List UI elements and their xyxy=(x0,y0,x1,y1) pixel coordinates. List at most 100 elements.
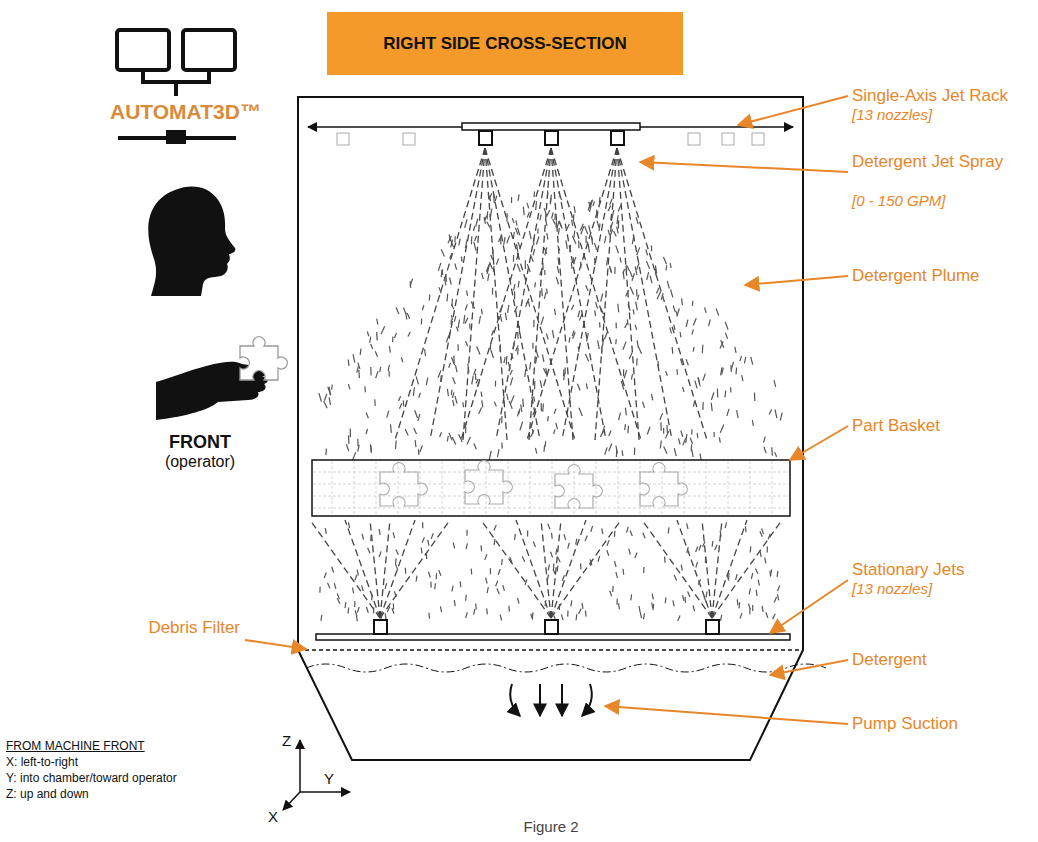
plume-dash xyxy=(400,403,402,408)
plume-dash xyxy=(346,444,348,451)
plume-dash xyxy=(627,527,629,533)
plume-dash xyxy=(455,264,457,270)
plume-dash xyxy=(495,381,496,387)
plume-dash xyxy=(434,583,436,589)
plume-dash xyxy=(325,449,327,456)
plume-dash xyxy=(325,394,327,401)
plume-dash xyxy=(450,253,452,258)
plume-dash xyxy=(438,370,441,377)
debris-filter xyxy=(298,649,803,650)
plume-dash xyxy=(490,262,493,269)
plume-dash xyxy=(693,401,694,407)
plume-dash xyxy=(396,549,399,554)
plume-dash xyxy=(691,429,692,434)
plume-dash xyxy=(651,246,652,252)
plume-dash xyxy=(506,356,508,365)
plume-dash xyxy=(568,543,570,549)
plume-dash xyxy=(579,608,582,614)
plume-dash xyxy=(429,572,431,578)
plume-dash xyxy=(486,578,488,584)
plume-dash xyxy=(550,195,551,203)
plume-dash xyxy=(683,387,684,392)
plume-dash xyxy=(627,319,629,325)
plume-dash xyxy=(635,325,637,330)
plume-dash xyxy=(621,381,624,390)
plume-dash xyxy=(637,263,640,270)
plume-dash xyxy=(647,427,650,435)
plume-dash xyxy=(487,211,489,219)
plume-dash xyxy=(388,371,390,377)
plume-dash xyxy=(698,378,700,387)
plume-dash xyxy=(492,250,494,259)
plume-dash xyxy=(569,245,571,253)
plume-dash xyxy=(447,436,448,442)
plume-dash xyxy=(466,341,468,346)
plume-dash xyxy=(572,220,573,226)
plume-dash xyxy=(760,551,761,557)
plume-dash xyxy=(544,441,546,446)
spray-line xyxy=(481,520,551,618)
plume-dash xyxy=(635,552,637,558)
plume-dash xyxy=(777,594,778,600)
plume-dash xyxy=(623,269,625,274)
plume-dash xyxy=(421,318,422,324)
plume-dash xyxy=(764,447,766,453)
callout-label: Pump Suction xyxy=(852,714,958,734)
spray-line xyxy=(562,148,617,440)
basket-mesh xyxy=(313,484,789,485)
plume-dash xyxy=(366,429,368,434)
plume-dash xyxy=(481,392,483,397)
plume-dash xyxy=(416,376,418,384)
plume-dash xyxy=(466,612,468,618)
plume-dash xyxy=(451,304,454,309)
plume-dash xyxy=(569,337,570,343)
plume-dash xyxy=(667,281,669,289)
plume-dash xyxy=(451,390,453,395)
plume-dash xyxy=(319,393,322,402)
plume-dash xyxy=(488,194,491,201)
plume-dash xyxy=(617,215,618,224)
plume-dash xyxy=(479,407,482,413)
plume-dash xyxy=(614,231,617,237)
jet-rack xyxy=(462,123,640,130)
plume-dash xyxy=(521,405,522,412)
plume-dash xyxy=(652,594,653,600)
plume-dash xyxy=(693,605,694,611)
plume-dash xyxy=(643,533,645,539)
plume-dash xyxy=(498,235,501,242)
spray-line xyxy=(370,520,380,618)
plume-dash xyxy=(610,266,612,273)
plume-dash xyxy=(508,305,509,313)
plume-dash xyxy=(513,232,515,239)
plume-dash xyxy=(646,250,648,256)
plume-dash xyxy=(617,304,619,312)
plume-dash xyxy=(394,591,396,597)
plume-dash xyxy=(684,597,686,603)
plume-dash xyxy=(392,337,394,343)
plume-dash xyxy=(581,226,584,234)
spray-line xyxy=(485,148,575,440)
plume-dash xyxy=(490,209,491,218)
plume-dash xyxy=(486,608,488,614)
plume-dash xyxy=(416,576,418,582)
plume-dash xyxy=(670,263,672,268)
plume-dash xyxy=(344,602,346,608)
plume-dash xyxy=(724,391,726,398)
axis-note: Y: into chamber/toward operator xyxy=(6,772,177,786)
plume-dash xyxy=(687,547,688,553)
plume-dash xyxy=(542,404,544,412)
plume-dash xyxy=(556,423,558,429)
plume-dash xyxy=(735,347,736,353)
plume-dash xyxy=(348,608,350,614)
plume-dash xyxy=(627,265,630,271)
plume-dash xyxy=(534,282,536,287)
plume-dash xyxy=(547,575,548,581)
plume-dash xyxy=(693,347,695,352)
basket-mesh xyxy=(706,461,707,515)
plume-dash xyxy=(415,410,418,418)
plume-dash xyxy=(453,377,456,384)
plume-dash xyxy=(607,257,608,265)
plume-dash xyxy=(607,550,609,556)
plume-dash xyxy=(364,386,366,392)
plume-dash xyxy=(574,257,577,264)
